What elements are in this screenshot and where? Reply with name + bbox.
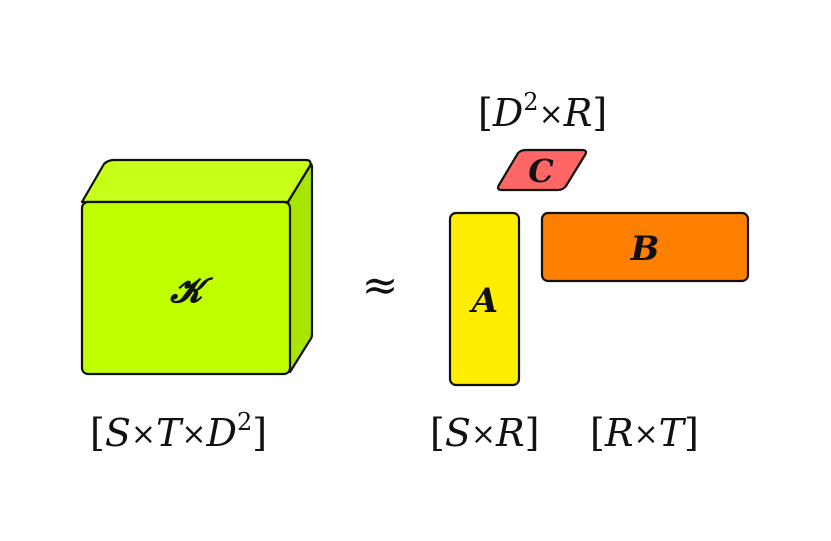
approx-symbol: ≈ [362, 260, 399, 311]
factor-c-label: C [528, 152, 554, 190]
factor-b-label: B [630, 229, 660, 269]
tensor-k-side-face [286, 163, 314, 374]
factor-b-rect [540, 211, 750, 283]
factor-c-dims: [D2×R] [478, 88, 607, 135]
factor-b-shape: B [540, 211, 750, 283]
factor-c-parallelogram [496, 148, 588, 192]
tensor-k-box: 𝓚 [80, 158, 314, 376]
factor-b-dims: [R×T] [590, 411, 699, 455]
factor-c-shape: C [496, 148, 588, 192]
factor-a-rect [448, 211, 521, 387]
tensor-k-top-face [80, 158, 312, 204]
factor-a-shape: A [448, 211, 521, 387]
tensor-k-front-face [80, 200, 292, 376]
tensor-k-dims: [S×T×D2] [90, 408, 267, 455]
factor-a-label: A [469, 281, 498, 321]
factor-a-dims: [S×R] [430, 411, 539, 455]
